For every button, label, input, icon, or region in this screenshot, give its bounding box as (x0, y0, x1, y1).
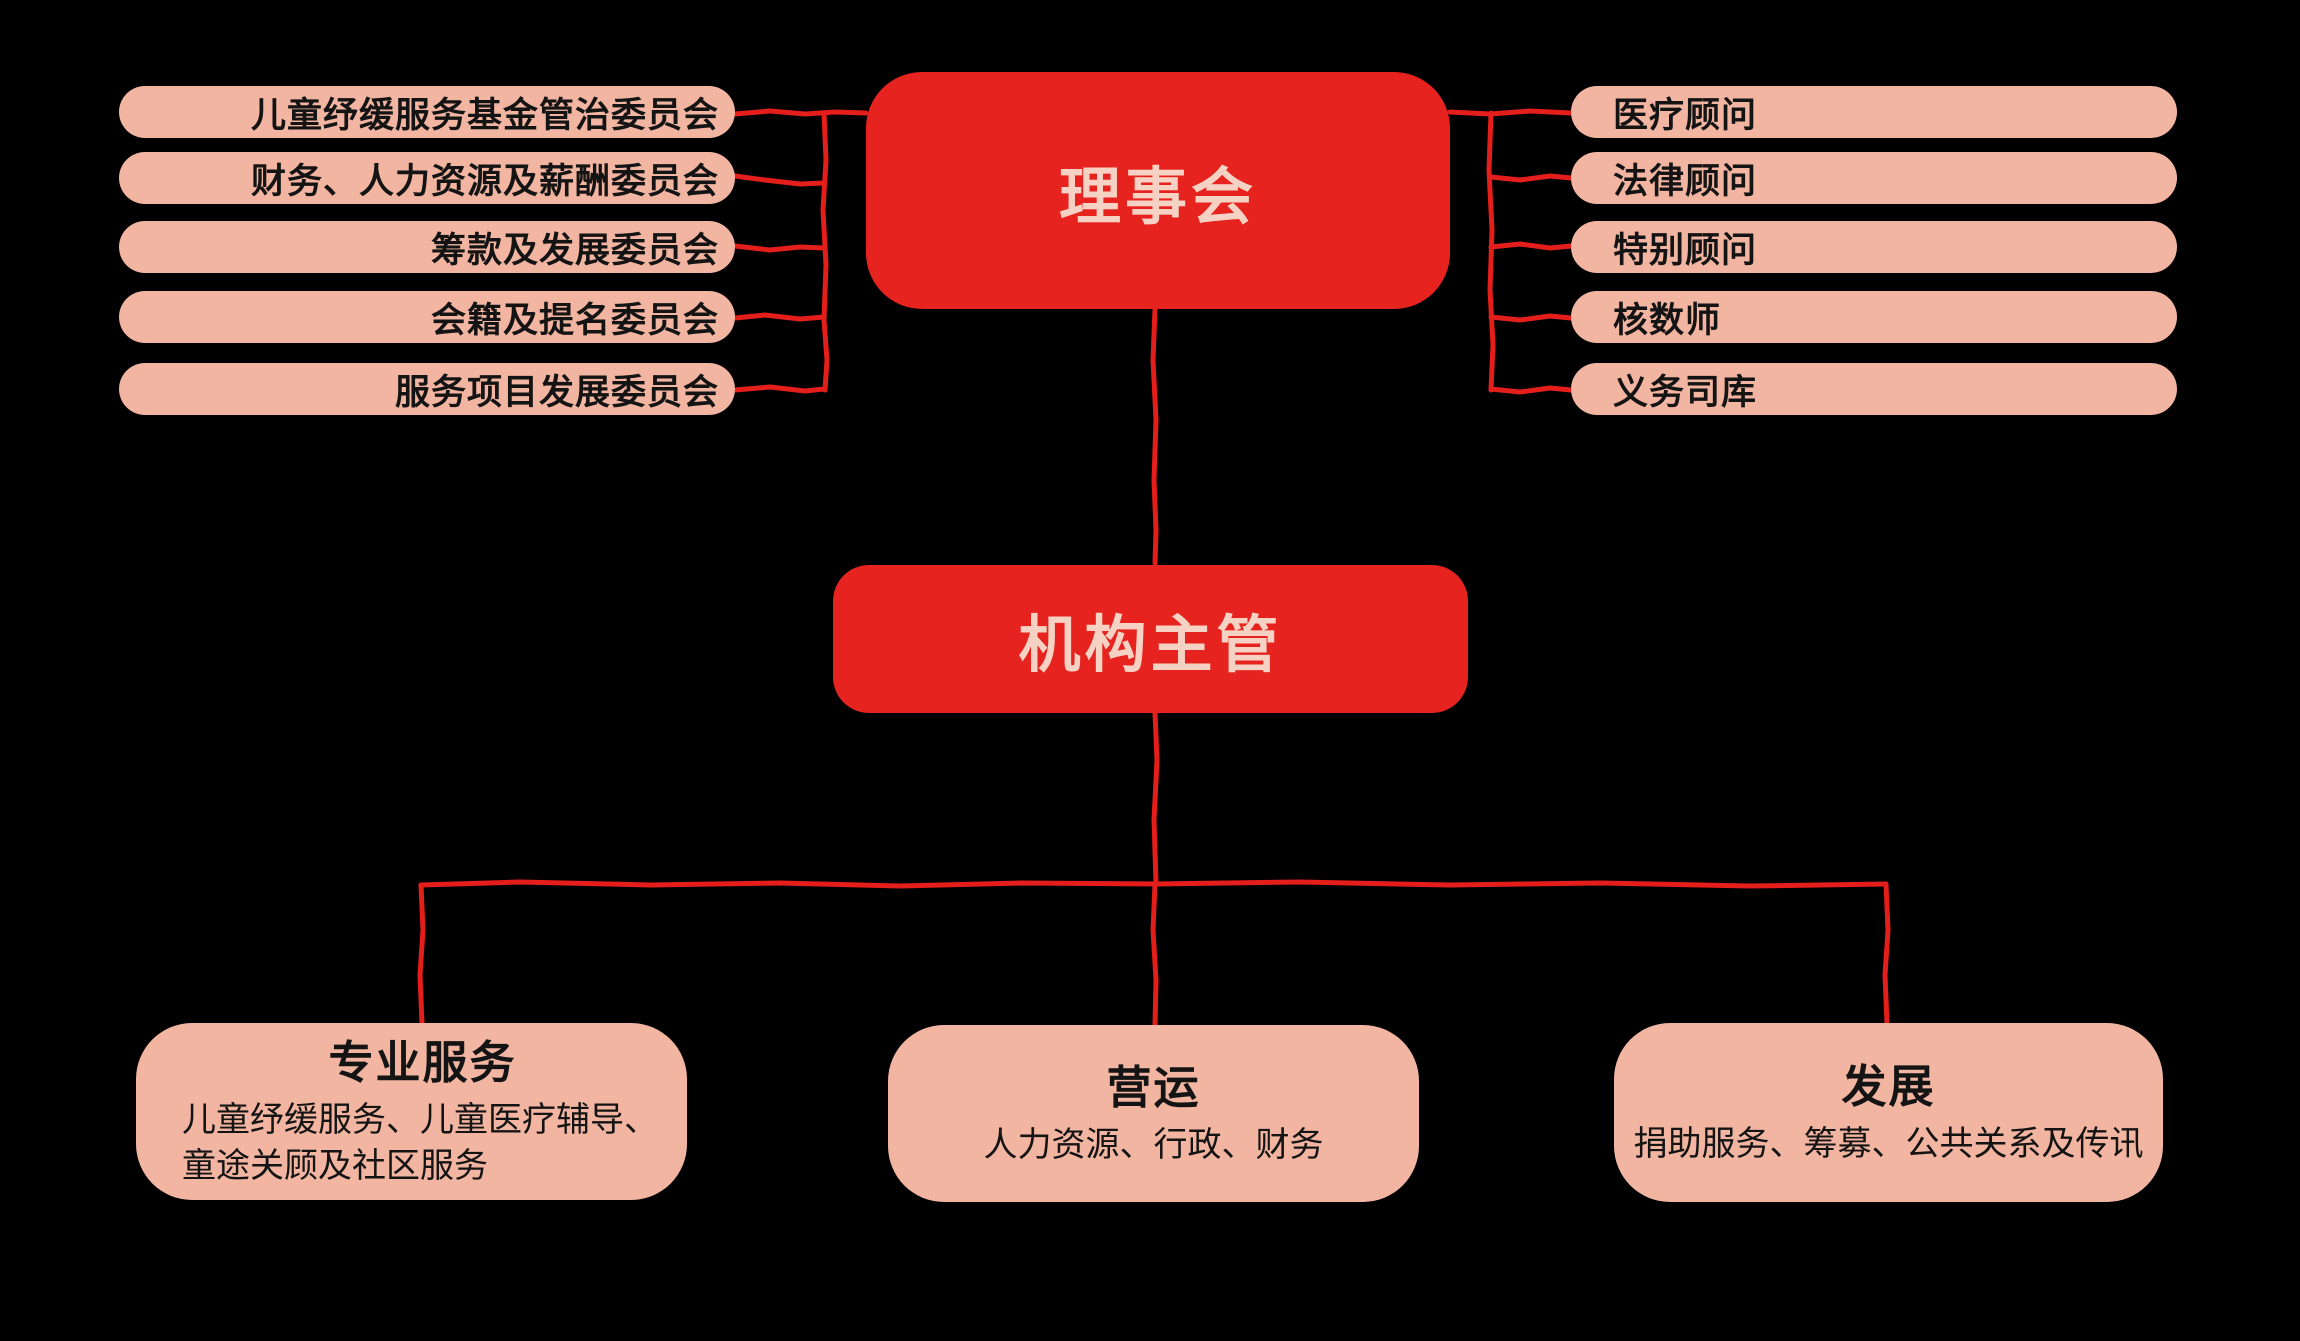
dept-description: 儿童纾缓服务、儿童医疗辅导、 童途关顾及社区服务 (182, 1097, 663, 1189)
advisor-pill: 法律顾问 (1571, 152, 2177, 204)
advisor-pill-label: 特别顾问 (1613, 230, 1758, 270)
connector-right-branch-1 (1447, 108, 1574, 117)
committee-pill-label: 财务、人力资源及薪酬委员会 (250, 161, 719, 201)
committee-pill-label: 服务项目发展委员会 (394, 372, 719, 412)
dept-description-line: 人力资源、行政、财务 (983, 1125, 1324, 1164)
committee-pill-label: 儿童纾缓服务基金管治委员会 (250, 95, 719, 135)
dept-title: 发展 (1841, 1060, 1936, 1112)
connector-left-branch-5 (732, 384, 827, 394)
committee-pill-label: 筹款及发展委员会 (430, 230, 719, 270)
committee-pill: 会籍及提名委员会 (119, 291, 735, 343)
connector-drop-right (1882, 881, 1891, 1026)
connector-left-branch-3 (732, 243, 827, 253)
connector-right-branch-3 (1488, 241, 1574, 251)
dept-description: 捐助服务、筹募、公共关系及传讯 (1634, 1121, 2144, 1167)
advisor-pill: 特别顾问 (1571, 221, 2177, 273)
connector-branch-horizontal (418, 879, 1889, 889)
dept-description-line: 儿童纾缓服务、儿童医疗辅导、 (182, 1100, 658, 1139)
dept-title: 专业服务 (328, 1036, 517, 1088)
dept-box-development: 发展 捐助服务、筹募、公共关系及传讯 (1614, 1023, 2163, 1202)
dept-title: 营运 (1106, 1061, 1201, 1113)
connector-left-branch-4 (732, 312, 827, 322)
advisor-pill-label: 核数师 (1613, 300, 1722, 340)
committee-pill: 儿童纾缓服务基金管治委员会 (119, 86, 735, 138)
advisor-pill-label: 医疗顾问 (1613, 95, 1758, 135)
dept-description-line: 童途关顾及社区服务 (182, 1146, 488, 1185)
advisor-pill-label: 法律顾问 (1613, 161, 1758, 201)
advisor-pill-label: 义务司库 (1613, 372, 1758, 412)
dept-box-operations: 营运 人力资源、行政、财务 (888, 1025, 1419, 1202)
director-label: 机构主管 (1018, 611, 1283, 680)
committee-pill: 服务项目发展委员会 (119, 363, 735, 415)
board-label: 理事会 (1058, 162, 1257, 232)
connector-right-branch-4 (1488, 313, 1574, 323)
committee-pill-label: 会籍及提名委员会 (430, 300, 719, 340)
connector-drop-left (417, 882, 426, 1026)
connector-board-director (1150, 306, 1159, 566)
board-box: 理事会 (866, 72, 1450, 309)
connector-director-stem (1151, 710, 1160, 886)
committee-pill: 财务、人力资源及薪酬委员会 (119, 152, 735, 204)
committee-pill: 筹款及发展委员会 (119, 221, 735, 273)
director-box: 机构主管 (833, 565, 1468, 713)
advisor-pill: 医疗顾问 (1571, 86, 2177, 138)
dept-description-line: 捐助服务、筹募、公共关系及传讯 (1633, 1124, 2144, 1163)
advisor-pill: 核数师 (1571, 291, 2177, 343)
connector-right-branch-2 (1488, 173, 1574, 183)
connector-right-branch-5 (1488, 385, 1574, 395)
connector-left-branch-1 (732, 108, 869, 117)
connector-left-branch-2 (732, 173, 827, 187)
connector-drop-middle (1150, 881, 1159, 1029)
dept-box-professional-services: 专业服务 儿童纾缓服务、儿童医疗辅导、 童途关顾及社区服务 (136, 1023, 687, 1200)
connector-right-vertical (1486, 110, 1496, 393)
dept-description: 人力资源、行政、财务 (984, 1122, 1324, 1168)
advisor-pill: 义务司库 (1571, 363, 2177, 415)
connector-left-vertical (820, 110, 830, 393)
